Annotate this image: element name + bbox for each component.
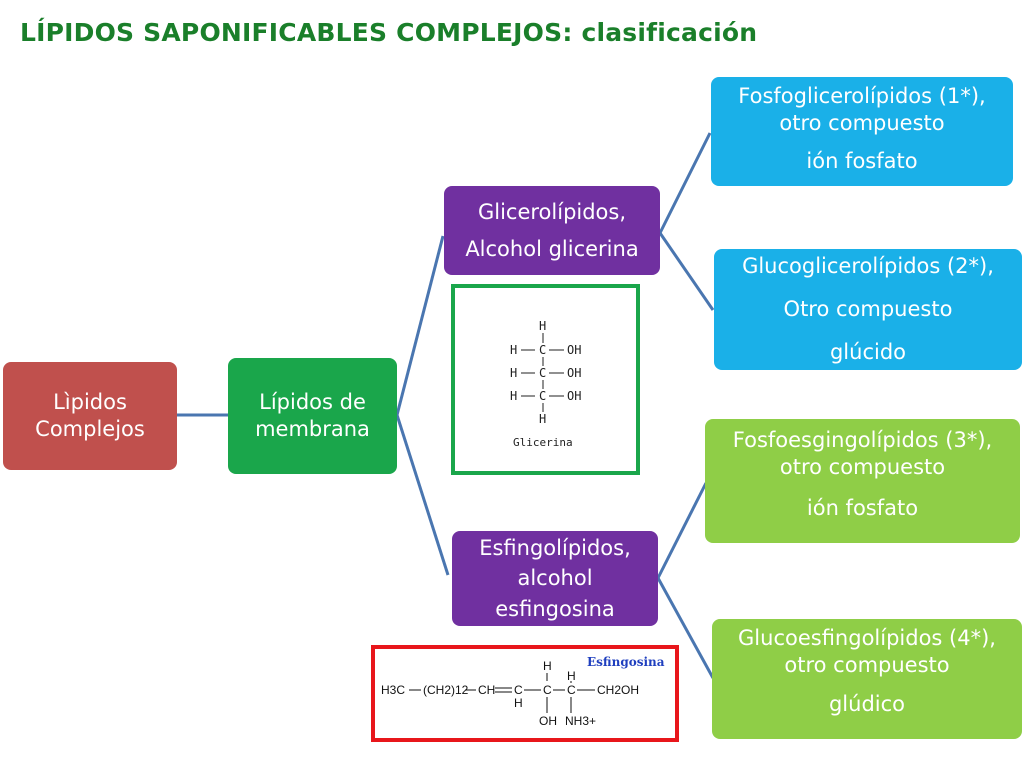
node-glicerolipidos: Glicerolípidos, Alcohol glicerina (444, 186, 660, 275)
connector-sphingo-gluco (656, 577, 715, 679)
sphingosine-formula-drawing: Esfingosina H H H3C (CH2)12 CH C C C CH2… (381, 655, 665, 728)
sphingosine-h-over-c3: H (567, 669, 576, 683)
glycerol-structure: H H C OH H C OH H C OH H Glicerina (451, 284, 640, 475)
glycerol-row3-center: C (539, 389, 546, 403)
sphingosine-c1: C (514, 683, 523, 697)
node-fosfoesfingolipidos: Fosfoesgingolípidos (3*), otro compuesto… (705, 419, 1020, 543)
node-glucoesfingolipidos: Glucoesfingolípidos (4*), otro compuesto… (712, 619, 1022, 739)
sphingosine-caption: Esfingosina (587, 655, 665, 669)
glycerol-row1-center: C (539, 343, 546, 357)
node-lipidos-complejos: Lìpidos Complejos (3, 362, 177, 470)
node-fosfoglicerolipidos: Fosfoglicerolípidos (1*), otro compuesto… (711, 77, 1013, 186)
node-lipidos-de-membrana: Lípidos de membrana (228, 358, 397, 474)
sphingosine-h-under-c1: H (514, 696, 523, 710)
glycerol-row1-left: H (510, 343, 517, 357)
node-glucoglicerolipidos: Glucoglicerolípidos (2*), Otro compuesto… (714, 249, 1022, 370)
glycerol-caption: Glicerina (513, 436, 573, 449)
glycerol-row2-left: H (510, 366, 517, 380)
connector-membrane-glycero (395, 235, 445, 416)
sphingosine-h-over-c2: H (543, 659, 552, 673)
sphingosine-oh: OH (539, 714, 557, 728)
node-esfingolipidos: Esfingolípidos, alcohol esfingosina (452, 531, 658, 626)
connector-membrane-sphingo (395, 414, 450, 576)
glycerol-row3-left: H (510, 389, 517, 403)
glycerol-row3-right: OH (567, 389, 581, 403)
sphingosine-nh3: NH3+ (565, 714, 596, 728)
sphingosine-h3c: H3C (381, 683, 405, 697)
connector-glycero-phospho (658, 132, 712, 234)
glycerol-row2-center: C (539, 366, 546, 380)
sphingosine-c3: C (567, 683, 576, 697)
glycerol-top-h: H (539, 319, 546, 333)
sphingosine-c2: C (543, 683, 552, 697)
connector-sphingo-phospho (656, 482, 708, 579)
sphingosine-structure: Esfingosina H H H3C (CH2)12 CH C C C CH2… (371, 645, 679, 742)
glycerol-row1-right: OH (567, 343, 581, 357)
glycerol-formula-drawing: H H C OH H C OH H C OH H Glicerina (510, 319, 581, 449)
sphingosine-ch2oh: CH2OH (597, 683, 639, 697)
sphingosine-ch2-12: (CH2)12 (423, 683, 469, 697)
diagram-title: LÍPIDOS SAPONIFICABLES COMPLEJOS: clasif… (20, 18, 758, 47)
sphingosine-ch: CH (478, 683, 495, 697)
glycerol-row2-right: OH (567, 366, 581, 380)
connector-glycero-gluco (658, 232, 715, 311)
glycerol-bottom-h: H (539, 412, 546, 426)
